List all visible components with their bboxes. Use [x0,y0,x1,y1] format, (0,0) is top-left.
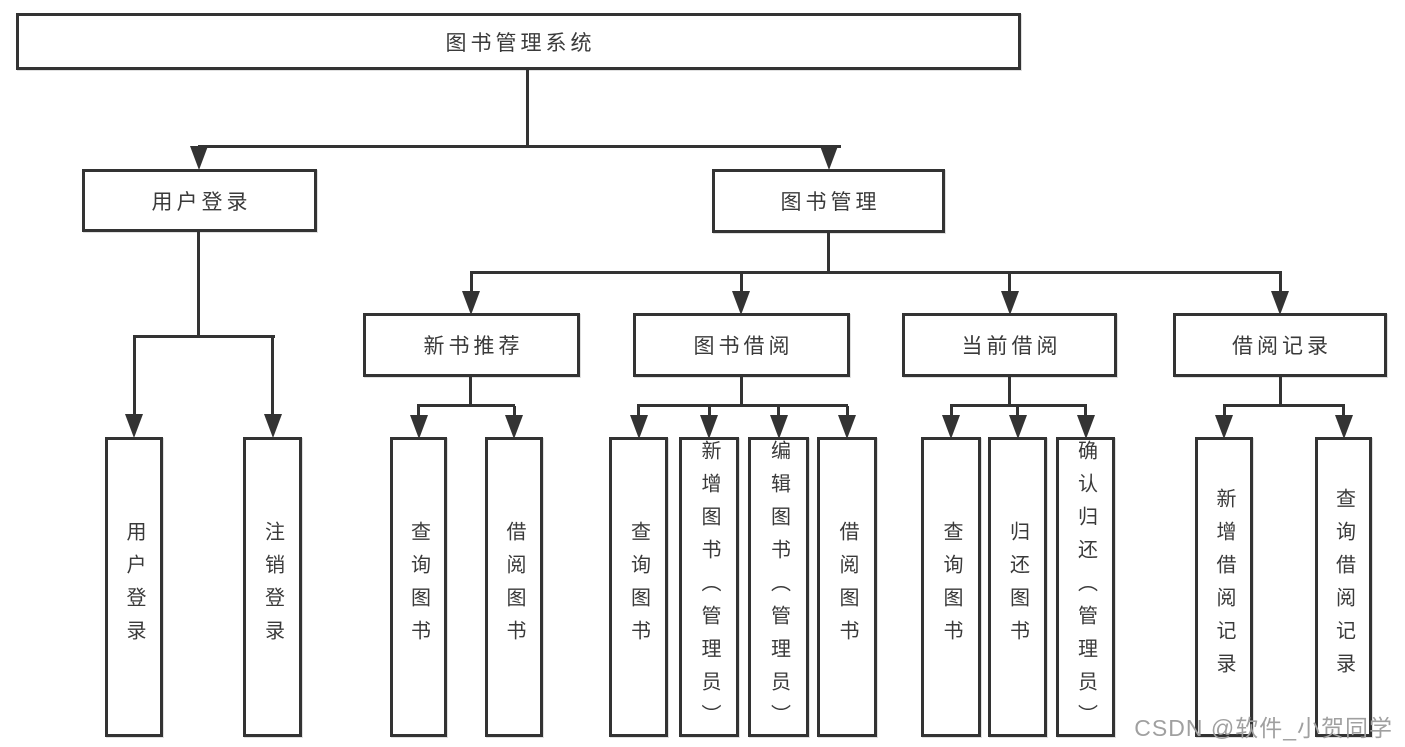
connector-line [1223,404,1345,407]
leaf-user-login: 用户登录 [105,437,163,737]
leaf-bb-borrow-books: 借阅图书 [817,437,877,737]
arrowhead-down-icon [942,415,960,439]
connector-line [1279,273,1282,293]
connector-line [950,404,1087,407]
leaf-cb-confirm-return-admin: 确认归还（管理员） [1056,437,1115,737]
leaf-nb-borrow-books: 借阅图书 [485,437,543,737]
leaf-nb-query-books: 查询图书 [390,437,447,737]
connector-line [1084,406,1087,420]
connector-line [133,335,275,338]
connector-line [1223,406,1226,420]
connector-line [470,271,1282,274]
connector-line [708,406,711,420]
connector-line [1016,406,1019,420]
arrowhead-down-icon [125,414,143,438]
connector-line [470,273,473,293]
leaf-br-add-record: 新增借阅记录 [1195,437,1253,737]
connector-line [1008,273,1011,293]
connector-line [637,406,640,420]
arrowhead-down-icon [732,291,750,315]
arrowhead-down-icon [264,414,282,438]
connector-line [1008,375,1011,406]
connector-line [417,404,515,407]
arrowhead-down-icon [1009,415,1027,439]
node-book-borrow: 图书借阅 [633,313,850,377]
connector-line [827,231,830,273]
leaf-bb-query-books: 查询图书 [609,437,668,737]
connector-line [271,337,274,419]
arrowhead-down-icon [700,415,718,439]
leaf-bb-edit-books-admin: 编辑图书（管理员） [748,437,809,737]
arrowhead-down-icon [462,291,480,315]
connector-line [198,145,841,148]
connector-line [637,404,848,407]
connector-line [133,337,136,419]
arrowhead-down-icon [190,146,208,170]
arrowhead-down-icon [1001,291,1019,315]
arrowhead-down-icon [770,415,788,439]
connector-line [777,406,780,420]
connector-line [526,68,529,148]
node-current-borrow: 当前借阅 [902,313,1117,377]
connector-line [740,375,743,406]
node-book-management: 图书管理 [712,169,945,233]
connector-line [950,406,953,420]
connector-line [513,406,516,420]
leaf-br-query-record: 查询借阅记录 [1315,437,1372,737]
connector-line [1279,375,1282,406]
node-root: 图书管理系统 [16,13,1021,70]
leaf-cb-return-books: 归还图书 [988,437,1047,737]
connector-line [740,273,743,293]
arrowhead-down-icon [1335,415,1353,439]
node-new-book-recommend: 新书推荐 [363,313,580,377]
arrowhead-down-icon [820,146,838,170]
arrowhead-down-icon [505,415,523,439]
connector-line [1342,406,1345,420]
leaf-logout: 注销登录 [243,437,302,737]
node-borrow-records: 借阅记录 [1173,313,1387,377]
connector-line [417,406,420,420]
arrowhead-down-icon [1077,415,1095,439]
node-user-login: 用户登录 [82,169,317,232]
arrowhead-down-icon [1271,291,1289,315]
arrowhead-down-icon [410,415,428,439]
watermark: CSDN @软件_小贺同学 [1134,715,1393,741]
leaf-bb-add-books-admin: 新增图书（管理员） [679,437,739,737]
arrowhead-down-icon [1215,415,1233,439]
arrowhead-down-icon [630,415,648,439]
connector-line [846,406,849,420]
arrowhead-down-icon [838,415,856,439]
connector-line [469,375,472,406]
leaf-cb-query-books: 查询图书 [921,437,981,737]
connector-line [197,230,200,337]
